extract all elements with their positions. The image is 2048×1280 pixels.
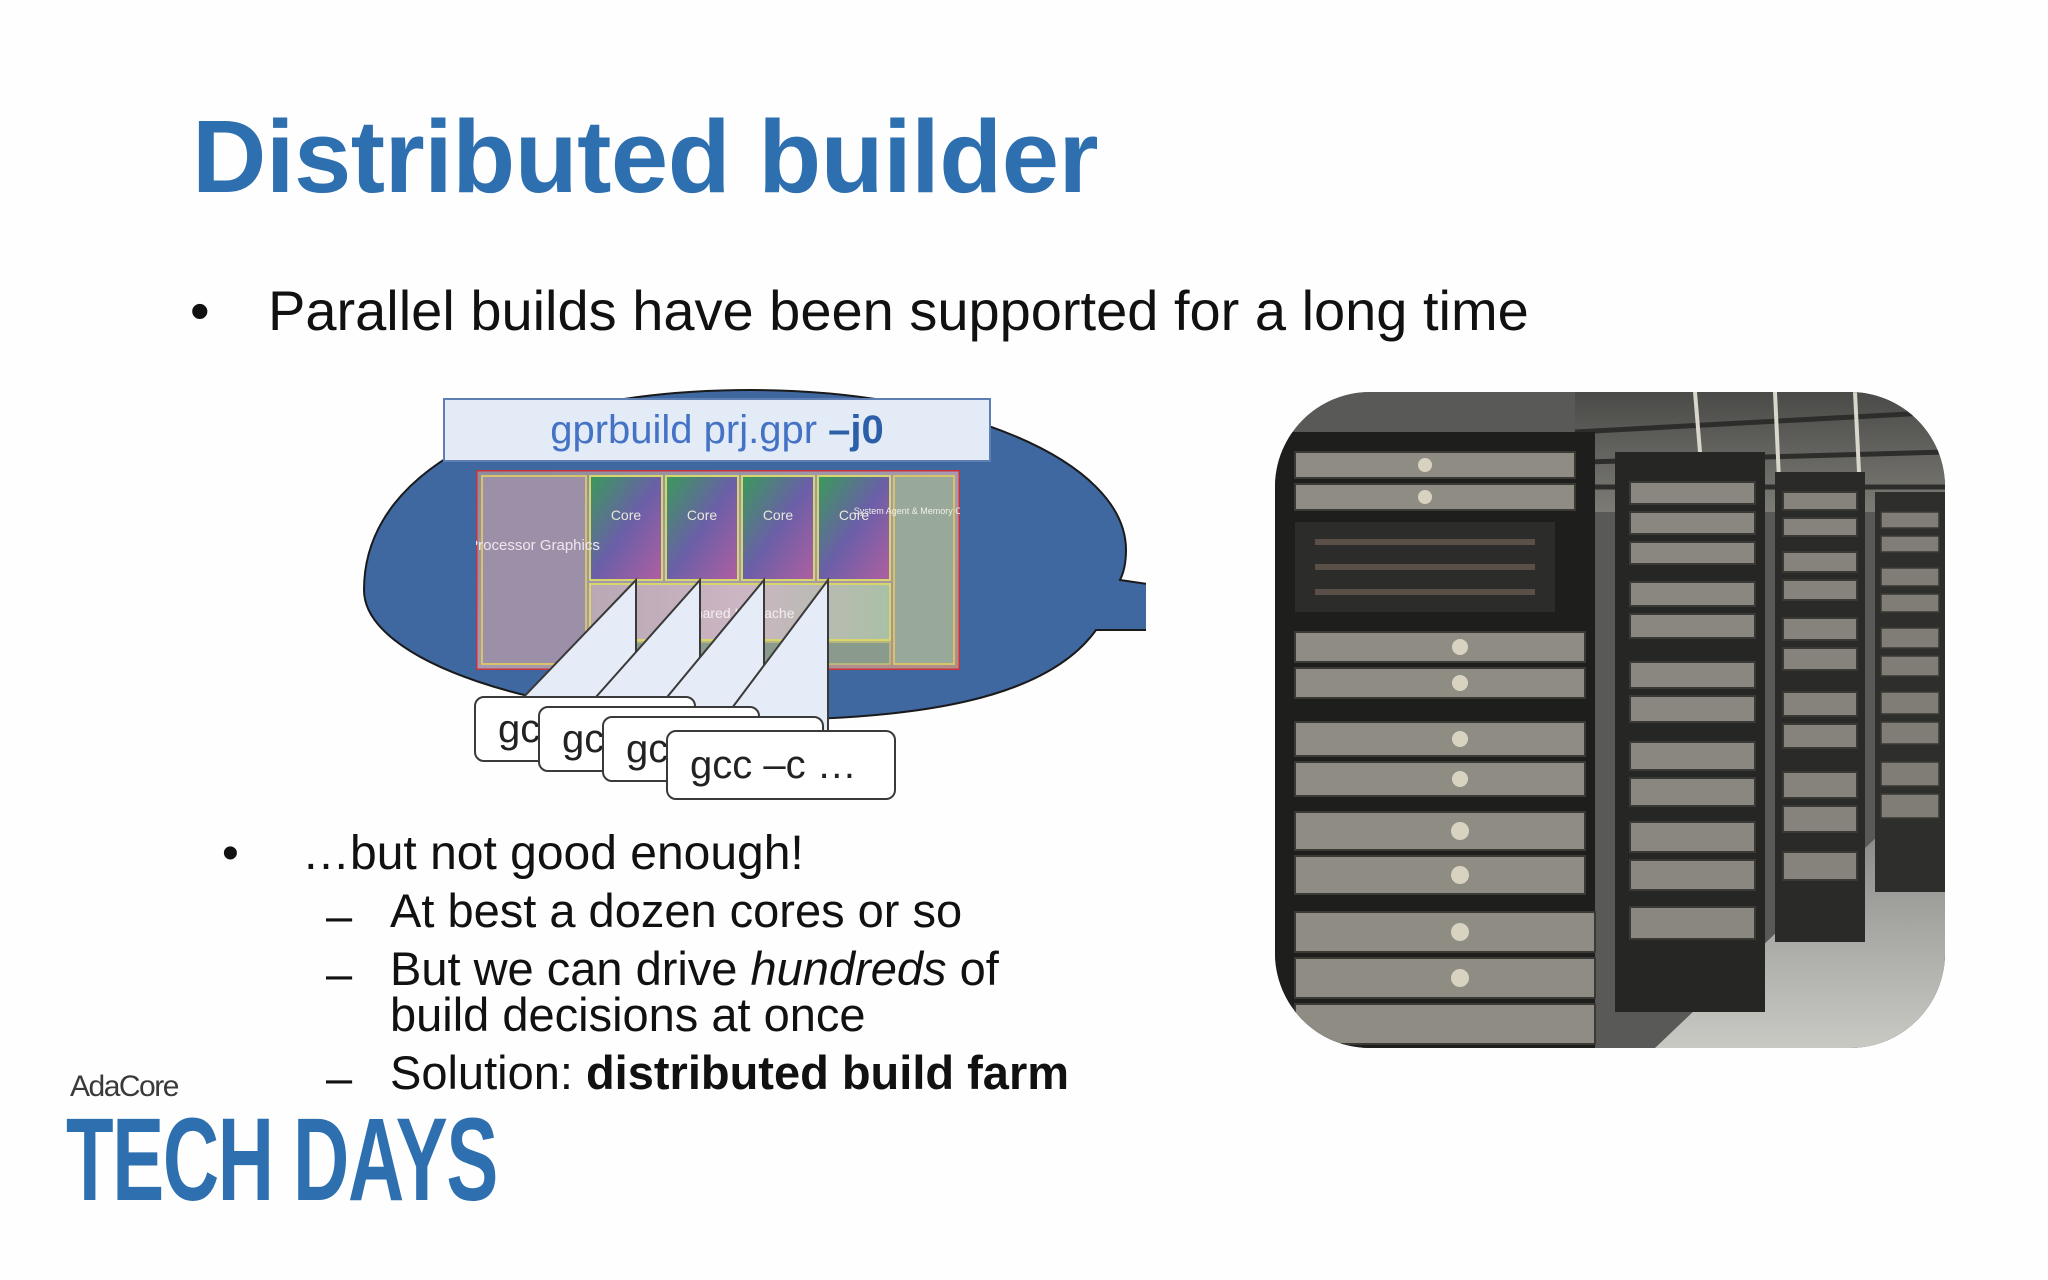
sub-text-part: of xyxy=(946,942,999,995)
sub-bullet-text: At best a dozen cores or so xyxy=(390,884,963,937)
chip-label-system-agent: System Agent & Memory Controller xyxy=(854,506,960,516)
chip-label-core-2: Core xyxy=(687,507,718,523)
sub-bullet-text: Solution: distributed build farm xyxy=(390,1049,1069,1096)
chip-label-core-3: Core xyxy=(763,507,794,523)
dash-marker: – xyxy=(326,1051,353,1104)
tech-days-logo: TECH DAYS xyxy=(66,1094,498,1226)
gcc-callout-pointers xyxy=(513,577,829,741)
parallel-build-diagram: gprbuild prj.gpr –j0 xyxy=(356,380,1146,810)
server-farm-photo xyxy=(1275,392,1945,1048)
command-flag: –j0 xyxy=(828,408,884,452)
dash-marker: – xyxy=(326,947,353,1000)
sub-text-line2: build decisions at once xyxy=(390,988,866,1041)
gcc-job-box-4: gcc –c … xyxy=(666,730,896,800)
sub-text-emphasis: hundreds xyxy=(750,942,947,995)
sub-bullet-text: But we can drive hundreds of build decisi… xyxy=(390,945,999,1041)
chip-label-graphics: Processor Graphics xyxy=(476,537,600,554)
slide-title: Distributed builder xyxy=(192,99,1099,214)
sub-text-part: But we can drive xyxy=(390,942,751,995)
bullet-marker: • xyxy=(222,827,239,880)
sub-text-bold: distributed build farm xyxy=(585,1046,1070,1099)
dash-marker: – xyxy=(326,889,353,942)
bullet-text: …but not good enough! xyxy=(302,827,804,880)
sub-text-part: Solution: xyxy=(390,1046,586,1099)
chip-label-core-1: Core xyxy=(611,507,642,523)
bullet-marker: • xyxy=(190,279,210,342)
chip-label-core-4: Core xyxy=(839,507,870,523)
adacore-logo-text: AdaCore xyxy=(70,1070,179,1103)
bullet-text: Parallel builds have been supported for … xyxy=(268,279,1529,342)
command-text: gprbuild prj.gpr xyxy=(550,408,829,452)
server-racks-illustration xyxy=(1275,392,1945,1048)
gprbuild-command-box: gprbuild prj.gpr –j0 xyxy=(443,398,991,462)
